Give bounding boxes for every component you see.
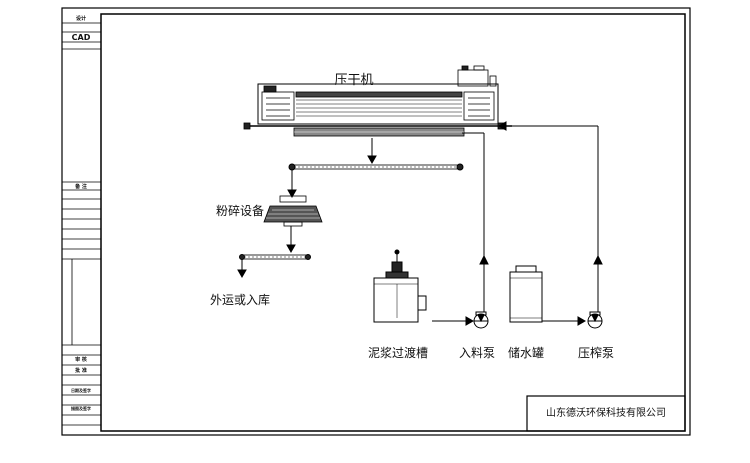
side-label-top: 设计 <box>76 15 86 22</box>
output-label: 外运或入库 <box>210 292 270 307</box>
crusher <box>263 195 323 227</box>
feed-pump-label: 入料泵 <box>459 346 495 360</box>
squeeze-pump-label: 压榨泵 <box>578 345 614 360</box>
title-block <box>526 395 686 432</box>
side-label-notes: 备 注 <box>74 183 87 190</box>
pipe-water-to-squeeze-pump <box>542 316 587 326</box>
side-label-trace: 描图及签字 <box>71 405 91 411</box>
feed-pump <box>473 311 489 329</box>
inner-frame <box>100 13 686 432</box>
side-label-approve: 批 准 <box>75 367 87 374</box>
water-tank <box>509 265 543 323</box>
conveyor-upper <box>288 163 464 171</box>
filter-press-label: 压干机 <box>334 73 373 88</box>
side-column <box>62 22 101 426</box>
side-label-cad: CAD <box>72 33 91 42</box>
outer-frame <box>61 7 691 436</box>
conveyor-lower <box>237 254 311 279</box>
water-tank-label: 储水罐 <box>508 345 544 360</box>
crusher-label: 粉碎设备 <box>216 203 264 218</box>
company-name: 山东德沃环保科技有限公司 <box>546 406 666 419</box>
mud-tank <box>373 249 427 323</box>
mud-tank-label: 泥浆过渡槽 <box>368 345 428 360</box>
flow-press-to-conveyor <box>287 138 377 199</box>
pipe-feed-pump-to-press <box>462 132 489 312</box>
pipe-tank-to-feed-pump <box>432 316 475 326</box>
squeeze-pump <box>587 311 603 329</box>
side-label-review: 审 核 <box>75 356 87 363</box>
flow-crusher-to-conveyor <box>286 226 296 254</box>
side-label-date: 日期及签字 <box>71 387 91 393</box>
pipe-squeeze-pump-to-press <box>497 121 603 312</box>
filter-press <box>243 65 512 137</box>
